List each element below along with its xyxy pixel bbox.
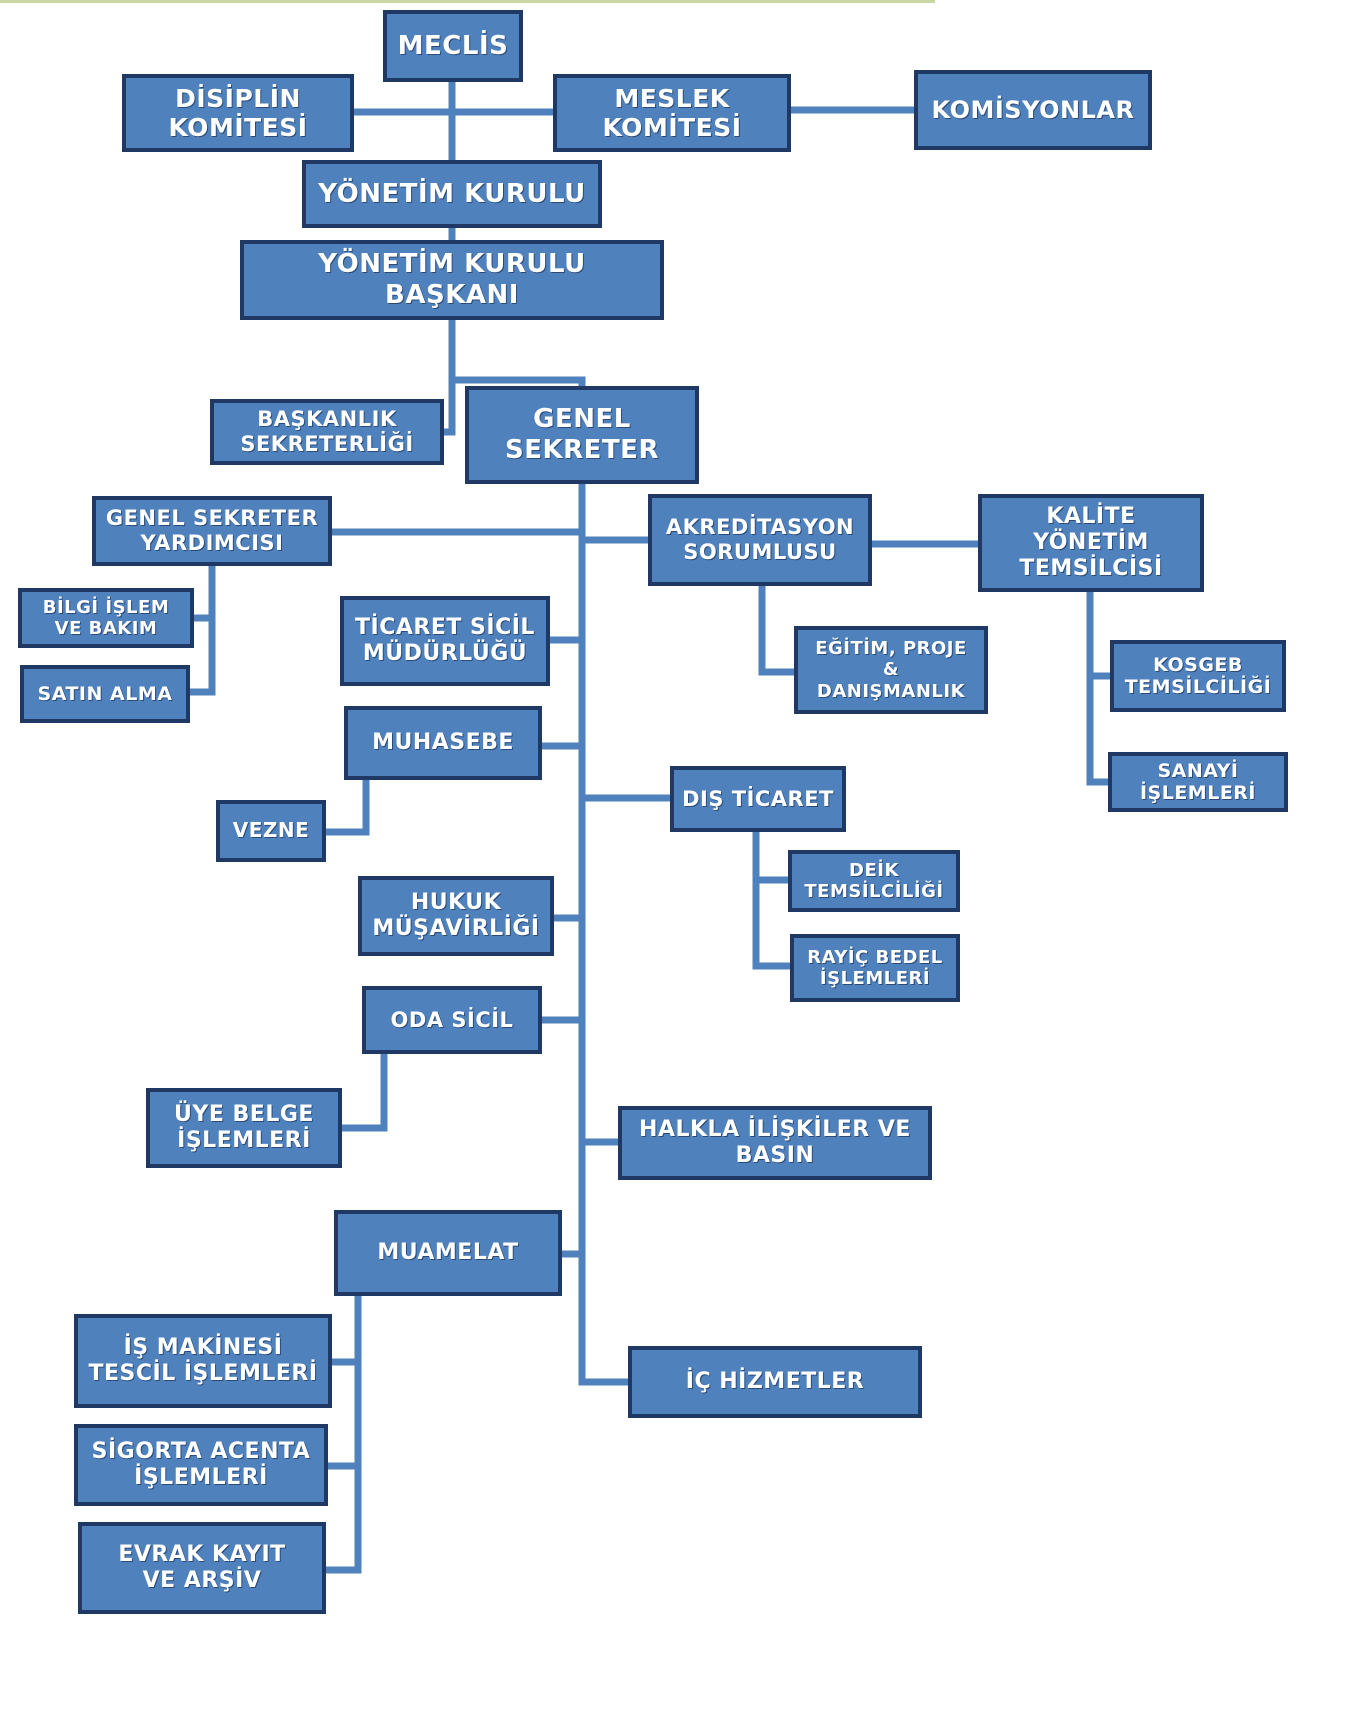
- node-rayic-bedel: RAYİÇ BEDEL İŞLEMLERİ: [790, 934, 960, 1002]
- node-halkla-iliskiler-label: HALKLA İLİŞKİLER VE BASIN: [639, 1117, 911, 1168]
- node-hukuk-musavirligi: HUKUK MÜŞAVİRLİĞİ: [358, 876, 554, 956]
- node-oda-sicil: ODA SİCİL: [362, 986, 542, 1054]
- node-muamelat-label: MUAMELAT: [377, 1240, 519, 1266]
- node-deik-label: DEİK TEMSİLCİLİĞİ: [804, 859, 944, 902]
- node-halkla-iliskiler: HALKLA İLİŞKİLER VE BASIN: [618, 1106, 932, 1180]
- node-disiplin-komitesi-label: DİSİPLİN KOMİTESİ: [168, 83, 308, 143]
- node-kalite-yonetim: KALİTE YÖNETİM TEMSİLCİSİ: [978, 494, 1204, 592]
- node-meslek-komitesi: MESLEK KOMİTESİ: [553, 74, 791, 152]
- node-uye-belge: ÜYE BELGE İŞLEMLERİ: [146, 1088, 342, 1168]
- node-muamelat: MUAMELAT: [334, 1210, 562, 1296]
- node-muhasebe-label: MUHASEBE: [372, 730, 514, 756]
- node-genel-sekreter-yardimcisi: GENEL SEKRETER YARDIMCISI: [92, 496, 332, 566]
- node-meslek-komitesi-label: MESLEK KOMİTESİ: [602, 83, 742, 143]
- node-deik: DEİK TEMSİLCİLİĞİ: [788, 850, 960, 912]
- node-ticaret-sicil: TİCARET SİCİL MÜDÜRLÜĞÜ: [340, 596, 550, 686]
- node-egitim-proje-label: EĞİTİM, PROJE & DANIŞMANLIK: [815, 638, 967, 702]
- node-sigorta-acenta: SİGORTA ACENTA İŞLEMLERİ: [74, 1424, 328, 1506]
- node-genel-sekreter: GENEL SEKRETER: [465, 386, 699, 484]
- node-komisyonlar-label: KOMİSYONLAR: [931, 95, 1135, 124]
- node-bilgi-islem-label: BİLGİ İŞLEM VE BAKIM: [42, 596, 170, 639]
- node-genel-sekreter-yardimcisi-label: GENEL SEKRETER YARDIMCISI: [105, 506, 319, 555]
- node-ticaret-sicil-label: TİCARET SİCİL MÜDÜRLÜĞÜ: [355, 615, 535, 666]
- node-kosgeb-label: KOSGEB TEMSİLCİLİĞİ: [1124, 653, 1272, 698]
- node-sanayi-islemleri: SANAYİ İŞLEMLERİ: [1108, 752, 1288, 812]
- node-komisyonlar: KOMİSYONLAR: [914, 70, 1152, 150]
- node-ic-hizmetler: İÇ HİZMETLER: [628, 1346, 922, 1418]
- node-baskanlik-sekreterligi: BAŞKANLIK SEKRETERLİĞİ: [210, 399, 444, 465]
- node-ic-hizmetler-label: İÇ HİZMETLER: [685, 1369, 865, 1395]
- node-is-makinesi: İŞ MAKİNESİ TESCİL İŞLEMLERİ: [74, 1314, 332, 1408]
- node-disiplin-komitesi: DİSİPLİN KOMİTESİ: [122, 74, 354, 152]
- node-kosgeb: KOSGEB TEMSİLCİLİĞİ: [1110, 640, 1286, 712]
- node-yonetim-kurulu-baskani-label: YÖNETİM KURULU BAŞKANI: [318, 249, 586, 310]
- node-rayic-bedel-label: RAYİÇ BEDEL İŞLEMLERİ: [807, 946, 943, 989]
- node-muhasebe: MUHASEBE: [344, 706, 542, 780]
- node-genel-sekreter-label: GENEL SEKRETER: [505, 404, 659, 465]
- node-meclis-label: MECLİS: [397, 30, 509, 61]
- top-divider: [0, 0, 935, 3]
- node-satin-alma-label: SATIN ALMA: [37, 682, 173, 705]
- node-hukuk-musavirligi-label: HUKUK MÜŞAVİRLİĞİ: [372, 890, 540, 941]
- node-uye-belge-label: ÜYE BELGE İŞLEMLERİ: [174, 1102, 314, 1153]
- node-meclis: MECLİS: [383, 10, 523, 82]
- node-akreditasyon: AKREDİTASYON SORUMLUSU: [648, 494, 872, 586]
- node-yonetim-kurulu-label: YÖNETİM KURULU: [318, 178, 586, 209]
- node-evrak-kayit-label: EVRAK KAYIT VE ARŞİV: [118, 1542, 286, 1593]
- node-dis-ticaret-label: DIŞ TİCARET: [682, 786, 834, 811]
- node-yonetim-kurulu-baskani: YÖNETİM KURULU BAŞKANI: [240, 240, 664, 320]
- node-satin-alma: SATIN ALMA: [20, 665, 190, 723]
- node-vezne: VEZNE: [216, 800, 326, 862]
- node-baskanlik-sekreterligi-label: BAŞKANLIK SEKRETERLİĞİ: [240, 407, 414, 456]
- node-is-makinesi-label: İŞ MAKİNESİ TESCİL İŞLEMLERİ: [88, 1335, 318, 1386]
- node-sigorta-acenta-label: SİGORTA ACENTA İŞLEMLERİ: [91, 1439, 311, 1490]
- node-vezne-label: VEZNE: [232, 818, 310, 843]
- node-oda-sicil-label: ODA SİCİL: [390, 1007, 514, 1032]
- node-bilgi-islem: BİLGİ İŞLEM VE BAKIM: [18, 588, 194, 648]
- node-kalite-yonetim-label: KALİTE YÖNETİM TEMSİLCİSİ: [1019, 504, 1163, 581]
- node-sanayi-islemleri-label: SANAYİ İŞLEMLERİ: [1139, 759, 1257, 804]
- node-akreditasyon-label: AKREDİTASYON SORUMLUSU: [665, 515, 855, 564]
- node-evrak-kayit: EVRAK KAYIT VE ARŞİV: [78, 1522, 326, 1614]
- node-egitim-proje: EĞİTİM, PROJE & DANIŞMANLIK: [794, 626, 988, 714]
- node-yonetim-kurulu: YÖNETİM KURULU: [302, 160, 602, 228]
- node-dis-ticaret: DIŞ TİCARET: [670, 766, 846, 832]
